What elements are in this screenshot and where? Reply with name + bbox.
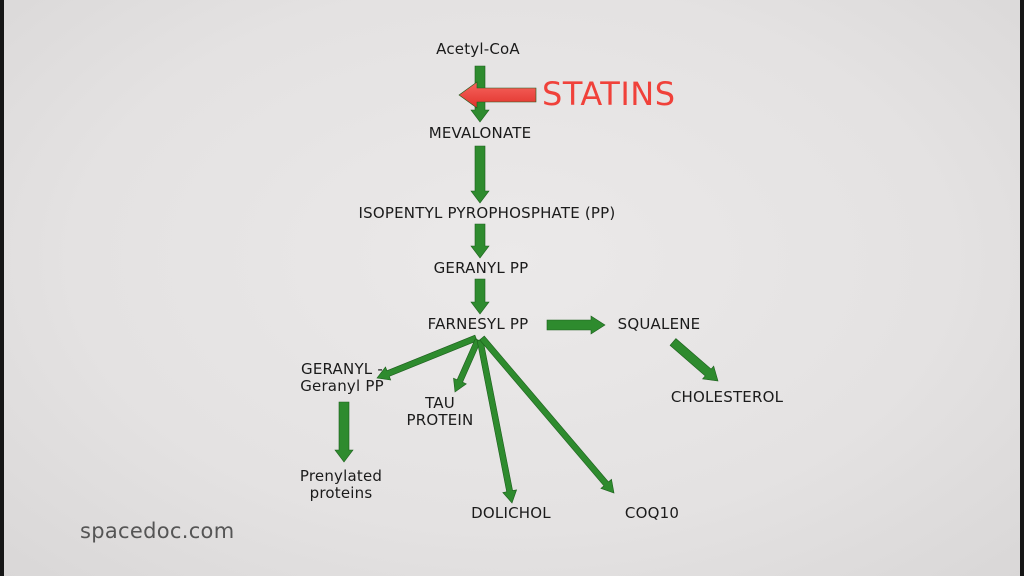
node-farnesyl-pp: FARNESYL PP bbox=[427, 315, 529, 333]
arrow-isopentyl-to-geranyl bbox=[470, 223, 490, 259]
arrow-farnesyl-to-coq10 bbox=[479, 335, 615, 494]
node-mevalonate: MEVALONATE bbox=[428, 124, 532, 142]
arrow-farnesyl-to-dolichol bbox=[476, 339, 518, 504]
node-dolichol: DOLICHOL bbox=[471, 504, 551, 522]
node-geranyl-pp: GERANYL PP bbox=[433, 259, 529, 277]
node-acetyl-coa: Acetyl-CoA bbox=[436, 40, 520, 58]
node-squalene: SQUALENE bbox=[617, 315, 701, 333]
arrow-farnesyl-to-tau bbox=[453, 338, 482, 393]
arrow-farnesyl-to-geranylgeranyl bbox=[376, 334, 478, 381]
node-prenylated-line2: proteins bbox=[309, 484, 373, 502]
node-tau-line1: TAU bbox=[425, 394, 455, 412]
node-prenylated-proteins: Prenylated proteins bbox=[300, 468, 382, 502]
node-cholesterol: CHOLESTEROL bbox=[670, 388, 784, 406]
statins-label: STATINS bbox=[542, 75, 676, 113]
node-tau-protein: TAU PROTEIN bbox=[407, 395, 474, 429]
frame-edge-right bbox=[1020, 0, 1024, 576]
arrow-farnesyl-to-squalene bbox=[546, 315, 606, 335]
arrow-mevalonate-to-isopentyl bbox=[470, 145, 490, 204]
arrow-geranylgeranyl-to-prenylated bbox=[334, 401, 354, 463]
arrow-geranyl-to-farnesyl bbox=[470, 278, 490, 315]
statins-inhibition-arrow bbox=[458, 81, 537, 109]
node-geranyl-geranyl-line2: Geranyl PP bbox=[300, 377, 384, 395]
node-coq10: COQ10 bbox=[624, 504, 680, 522]
node-prenylated-line1: Prenylated bbox=[299, 467, 383, 485]
watermark-spacedoc: spacedoc.com bbox=[80, 519, 235, 543]
node-tau-line2: PROTEIN bbox=[406, 411, 474, 429]
frame-edge-left bbox=[0, 0, 4, 576]
arrow-squalene-to-cholesterol bbox=[669, 338, 719, 382]
node-geranyl-geranyl-pp: GERANYL - Geranyl PP bbox=[300, 361, 384, 395]
node-isopentyl-pp: ISOPENTYL PYROPHOSPHATE (PP) bbox=[358, 204, 616, 222]
node-geranyl-geranyl-line1: GERANYL - bbox=[301, 360, 383, 378]
